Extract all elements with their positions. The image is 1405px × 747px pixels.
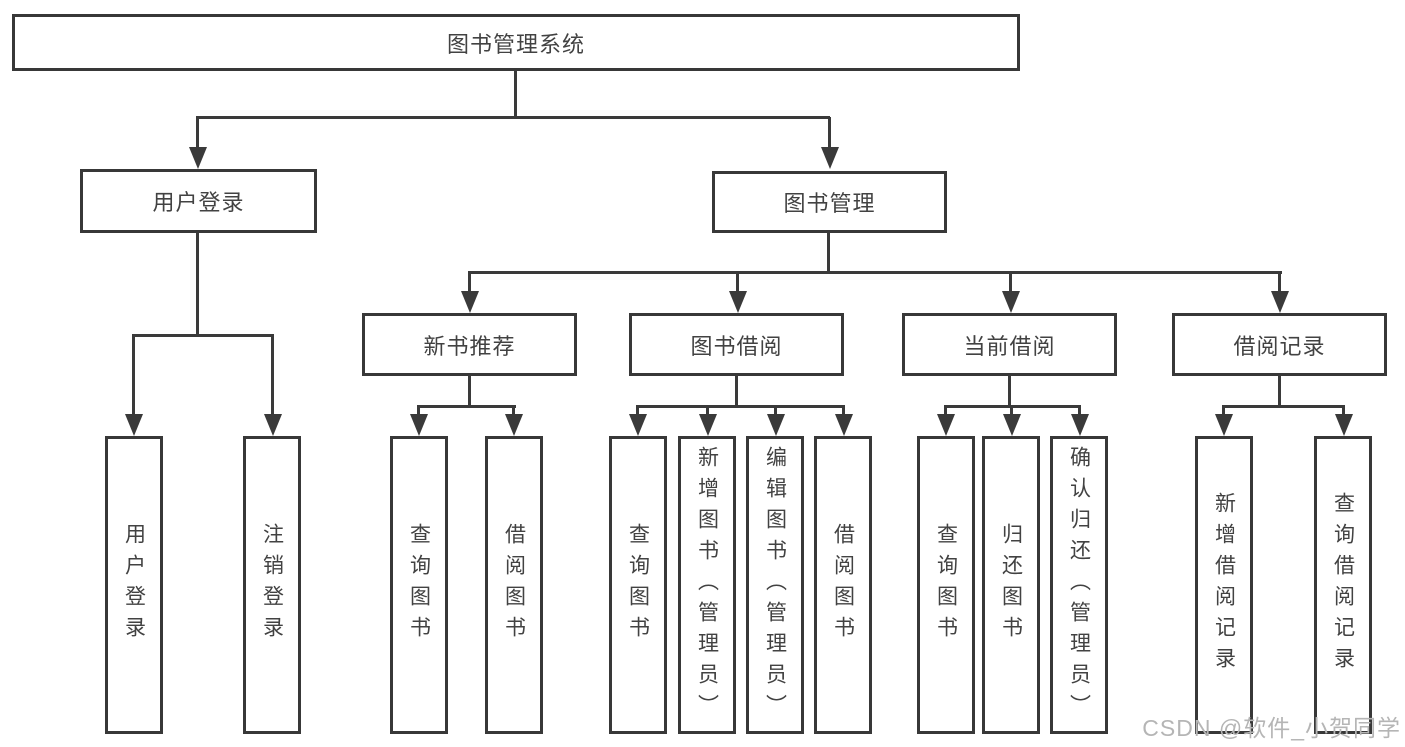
connector-arrow-down (409, 406, 428, 436)
leaf-add-books-admin: 新增图书（管理员） (678, 436, 736, 734)
connector-arrow-down (1002, 406, 1021, 436)
leaf-label: 用户登录 (122, 523, 146, 647)
node-label: 借阅记录 (1233, 333, 1326, 359)
leaf-add-borrow-record: 新增借阅记录 (1195, 436, 1253, 734)
connector-arrow-down (1070, 406, 1089, 436)
connector-line (735, 375, 738, 408)
csdn-watermark: CSDN @软件_小贺同学 (1142, 715, 1401, 741)
node-label: 当前借阅 (963, 333, 1056, 359)
leaf-query-borrow-record: 查询借阅记录 (1314, 436, 1372, 734)
leaf-label: 查询图书 (626, 523, 650, 647)
connector-line (196, 232, 199, 337)
connector-arrow-down (188, 117, 207, 169)
leaf-label: 查询图书 (934, 523, 958, 647)
connector-line (468, 271, 1282, 274)
connector-arrow-down (628, 406, 647, 436)
connector-arrow-down (766, 406, 785, 436)
connector-arrow-down (1001, 272, 1020, 313)
connector-arrow-down (1334, 406, 1353, 436)
connector-line (417, 405, 516, 408)
connector-arrow-down (504, 406, 523, 436)
leaf-label: 借阅图书 (831, 523, 855, 647)
leaf-label: 归还图书 (999, 523, 1023, 647)
connector-arrow-down (263, 336, 282, 436)
node-root-library-system: 图书管理系统 (12, 14, 1020, 71)
node-label: 图书管理 (783, 191, 876, 216)
leaf-confirm-return-admin: 确认归还（管理员） (1050, 436, 1108, 734)
leaf-logout: 注销登录 (243, 436, 301, 734)
connector-line (132, 334, 274, 337)
leaf-label: 新增借阅记录 (1212, 492, 1236, 678)
node-user-login: 用户登录 (80, 169, 317, 233)
connector-line (636, 405, 845, 408)
node-current-borrow: 当前借阅 (902, 313, 1117, 376)
connector-arrow-down (820, 117, 839, 169)
connector-arrow-down (1214, 406, 1233, 436)
node-borrow-records: 借阅记录 (1172, 313, 1387, 376)
connector-arrow-down (124, 336, 143, 436)
leaf-label: 查询图书 (407, 523, 431, 647)
connector-arrow-down (698, 406, 717, 436)
node-new-book-recommend: 新书推荐 (362, 313, 577, 376)
leaf-query-books-3: 查询图书 (917, 436, 975, 734)
leaf-return-books: 归还图书 (982, 436, 1040, 734)
connector-arrow-down (1270, 272, 1289, 313)
connector-line (1008, 375, 1011, 408)
node-book-borrow: 图书借阅 (629, 313, 844, 376)
node-label: 图书借阅 (690, 333, 783, 359)
node-label: 用户登录 (152, 190, 245, 215)
connector-line (1222, 405, 1345, 408)
leaf-query-books-2: 查询图书 (609, 436, 667, 734)
connector-line (1278, 375, 1281, 408)
leaf-borrow-books-2: 借阅图书 (814, 436, 872, 734)
leaf-query-books-1: 查询图书 (390, 436, 448, 734)
leaf-edit-books-admin: 编辑图书（管理员） (746, 436, 804, 734)
leaf-user-login: 用户登录 (105, 436, 163, 734)
connector-line (827, 232, 830, 274)
connector-line (514, 70, 517, 119)
leaf-label: 查询借阅记录 (1331, 492, 1355, 678)
leaf-label: 确认归还（管理员） (1067, 445, 1091, 725)
connector-arrow-down (728, 272, 747, 313)
connector-line (468, 375, 471, 408)
connector-arrow-down (460, 272, 479, 313)
leaf-label: 新增图书（管理员） (695, 445, 719, 725)
node-book-management: 图书管理 (712, 171, 947, 233)
connector-arrow-down (834, 406, 853, 436)
connector-arrow-down (936, 406, 955, 436)
connector-line (196, 116, 830, 119)
node-label: 图书管理系统 (446, 31, 585, 57)
leaf-borrow-books-1: 借阅图书 (485, 436, 543, 734)
leaf-label: 编辑图书（管理员） (763, 445, 787, 725)
leaf-label: 借阅图书 (502, 523, 526, 647)
node-label: 新书推荐 (423, 333, 516, 359)
leaf-label: 注销登录 (260, 523, 284, 647)
